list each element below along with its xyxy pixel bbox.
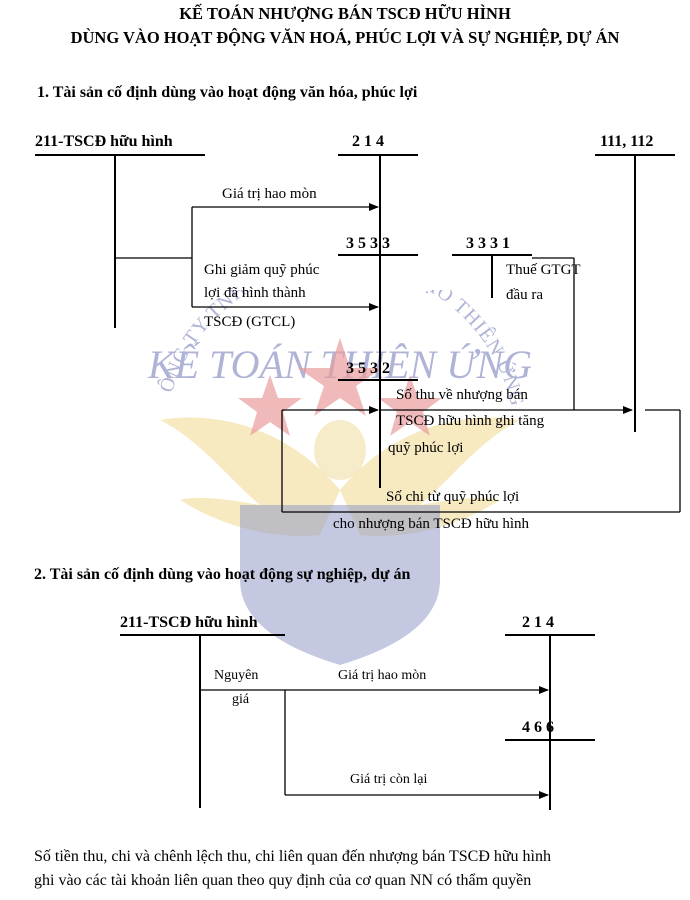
label-thue-gtgt-line-2: đầu ra bbox=[506, 287, 543, 304]
label-so-chi-line-1: Số chi từ quỹ phúc lợi bbox=[386, 489, 519, 506]
label-hao-mon: Giá trị hao mòn bbox=[222, 186, 317, 203]
account-3533-label: 3 5 3 3 bbox=[346, 235, 390, 253]
label-so-thu-line-2: TSCĐ hữu hình ghi tăng bbox=[396, 413, 544, 430]
label-hao-mon-2: Giá trị hao mòn bbox=[338, 668, 426, 684]
label-so-chi-line-2: cho nhượng bán TSCĐ hữu hình bbox=[333, 516, 529, 533]
label-ghi-giam-line-3: TSCĐ (GTCL) bbox=[204, 314, 295, 331]
label-ghi-giam-line-2: lợi đã hình thành bbox=[204, 285, 306, 302]
page-title-line-1: KẾ TOÁN NHƯỢNG BÁN TSCĐ HỮU HÌNH bbox=[0, 4, 690, 24]
account-3331-label: 3 3 3 1 bbox=[466, 235, 510, 253]
account-211-label: 211-TSCĐ hữu hình bbox=[35, 133, 173, 151]
page-title-line-2: DÙNG VÀO HOẠT ĐỘNG VĂN HOÁ, PHÚC LỢI VÀ … bbox=[0, 28, 690, 48]
account-466-label: 4 6 6 bbox=[522, 719, 554, 737]
account-214-label: 2 1 4 bbox=[352, 133, 384, 151]
label-nguyen-gia-line-1: Nguyên bbox=[214, 668, 258, 684]
section-1-heading: 1. Tài sản cố định dùng vào hoạt động vă… bbox=[37, 84, 417, 102]
label-nguyen-gia-line-2: giá bbox=[232, 692, 249, 708]
footer-note-line-1: Số tiền thu, chi và chênh lệch thu, chi … bbox=[34, 848, 551, 866]
label-so-thu-line-3: quỹ phúc lợi bbox=[388, 440, 463, 457]
label-thue-gtgt-line-1: Thuế GTGT bbox=[506, 262, 581, 279]
account-111-112-label: 111, 112 bbox=[600, 133, 653, 151]
label-con-lai: Giá trị còn lại bbox=[350, 772, 427, 788]
footer-note-line-2: ghi vào các tài khoản liên quan theo quy… bbox=[34, 872, 531, 890]
label-ghi-giam-line-1: Ghi giảm quỹ phúc bbox=[204, 262, 319, 279]
label-so-thu-line-1: Số thu về nhượng bán bbox=[396, 387, 528, 404]
account-214-label-2: 2 1 4 bbox=[522, 614, 554, 632]
section-2-heading: 2. Tài sản cố định dùng vào hoạt động sự… bbox=[34, 566, 410, 584]
account-3532-label: 3 5 3 2 bbox=[346, 360, 390, 378]
account-211-label-2: 211-TSCĐ hữu hình bbox=[120, 614, 258, 632]
